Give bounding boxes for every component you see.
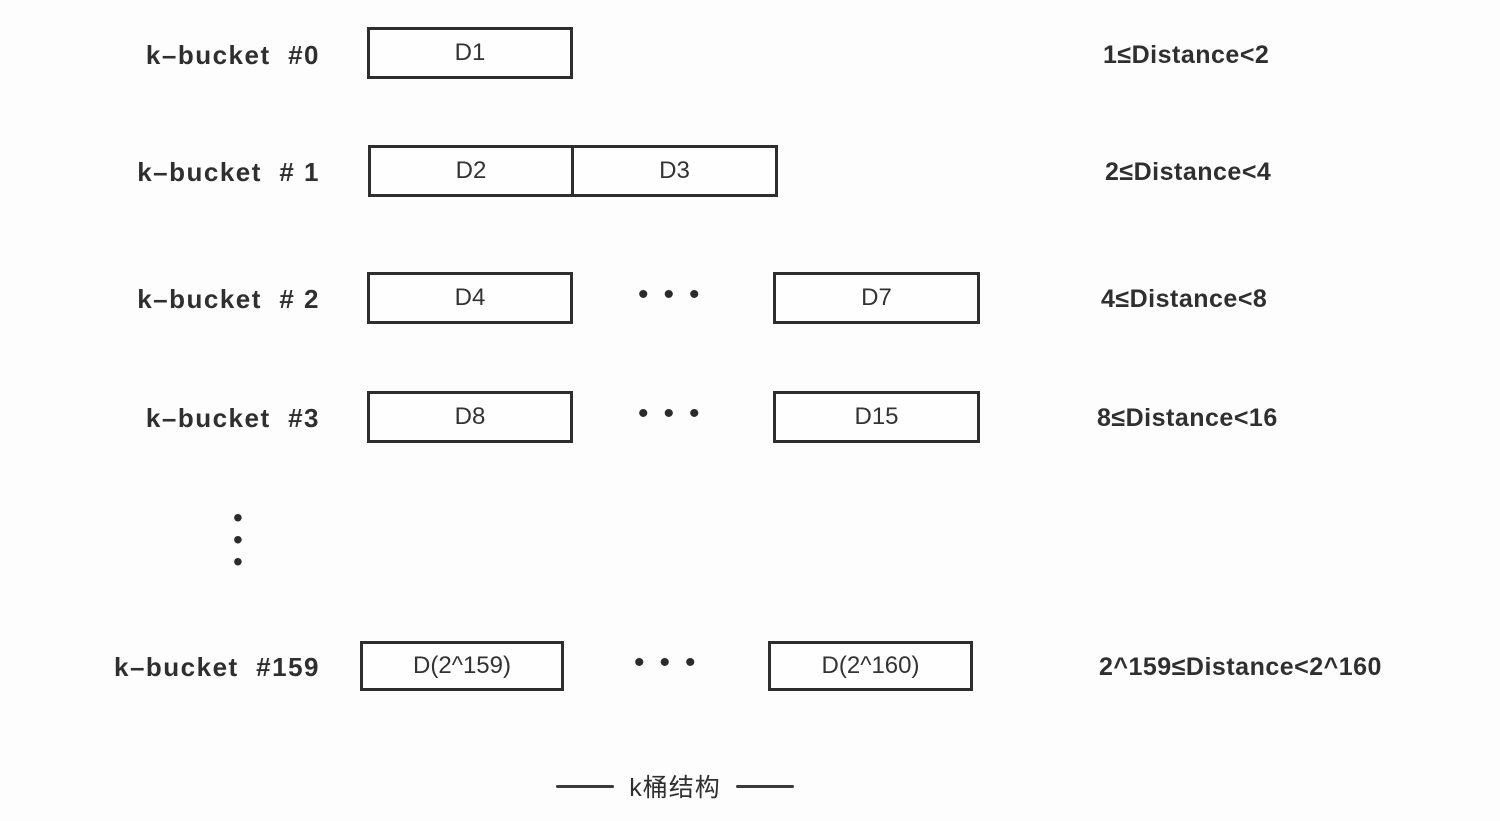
horizontal-ellipsis-row159: • • • xyxy=(634,646,696,679)
node-box-d4: D4 xyxy=(367,272,573,324)
ellipsis-dot: • xyxy=(233,524,243,555)
bucket-label-2: k–bucket # 2 xyxy=(137,284,320,314)
ellipsis-dot: • xyxy=(638,278,649,311)
ellipsis-dot: • xyxy=(233,502,243,533)
bucket-label-0: k–bucket #0 xyxy=(145,40,320,70)
diagram-caption: k桶结构 xyxy=(470,768,880,804)
ellipsis-dot: • xyxy=(659,646,671,679)
node-box-d7: D7 xyxy=(773,272,980,324)
node-box-d8: D8 xyxy=(367,391,573,443)
range-label-1: 2≤Distance<4 xyxy=(1105,158,1272,186)
ellipsis-dot: • xyxy=(233,546,243,577)
bucket-label-159: k–bucket #159 xyxy=(113,652,320,682)
ellipsis-dot: • xyxy=(685,646,696,679)
ellipsis-dot: • xyxy=(638,397,649,430)
ellipsis-dot: • xyxy=(689,397,700,430)
vertical-ellipsis: • • • xyxy=(233,502,243,577)
node-box-d2: D2 xyxy=(368,145,574,197)
horizontal-ellipsis-row2: • • • xyxy=(638,278,700,311)
ellipsis-dot: • xyxy=(634,646,645,679)
node-box-d2pow160: D(2^160) xyxy=(768,641,973,691)
caption-dash-left xyxy=(556,784,615,788)
node-box-d2pow159: D(2^159) xyxy=(360,641,564,691)
caption-text: k桶结构 xyxy=(629,774,721,802)
bucket-label-1: k–bucket # 1 xyxy=(137,157,320,187)
ellipsis-dot: • xyxy=(689,278,700,311)
range-label-159: 2^159≤Distance<2^160 xyxy=(1099,653,1382,681)
range-label-3: 8≤Distance<16 xyxy=(1097,404,1278,432)
node-box-d3: D3 xyxy=(571,145,778,197)
range-label-2: 4≤Distance<8 xyxy=(1101,285,1268,313)
caption-dash-right xyxy=(735,784,794,788)
horizontal-ellipsis-row3: • • • xyxy=(638,397,700,430)
ellipsis-dot: • xyxy=(663,397,675,430)
ellipsis-dot: • xyxy=(663,278,675,311)
node-box-d15: D15 xyxy=(773,391,980,443)
bucket-label-3: k–bucket #3 xyxy=(145,403,320,433)
node-box-d1: D1 xyxy=(367,27,573,79)
range-label-0: 1≤Distance<2 xyxy=(1103,41,1270,69)
